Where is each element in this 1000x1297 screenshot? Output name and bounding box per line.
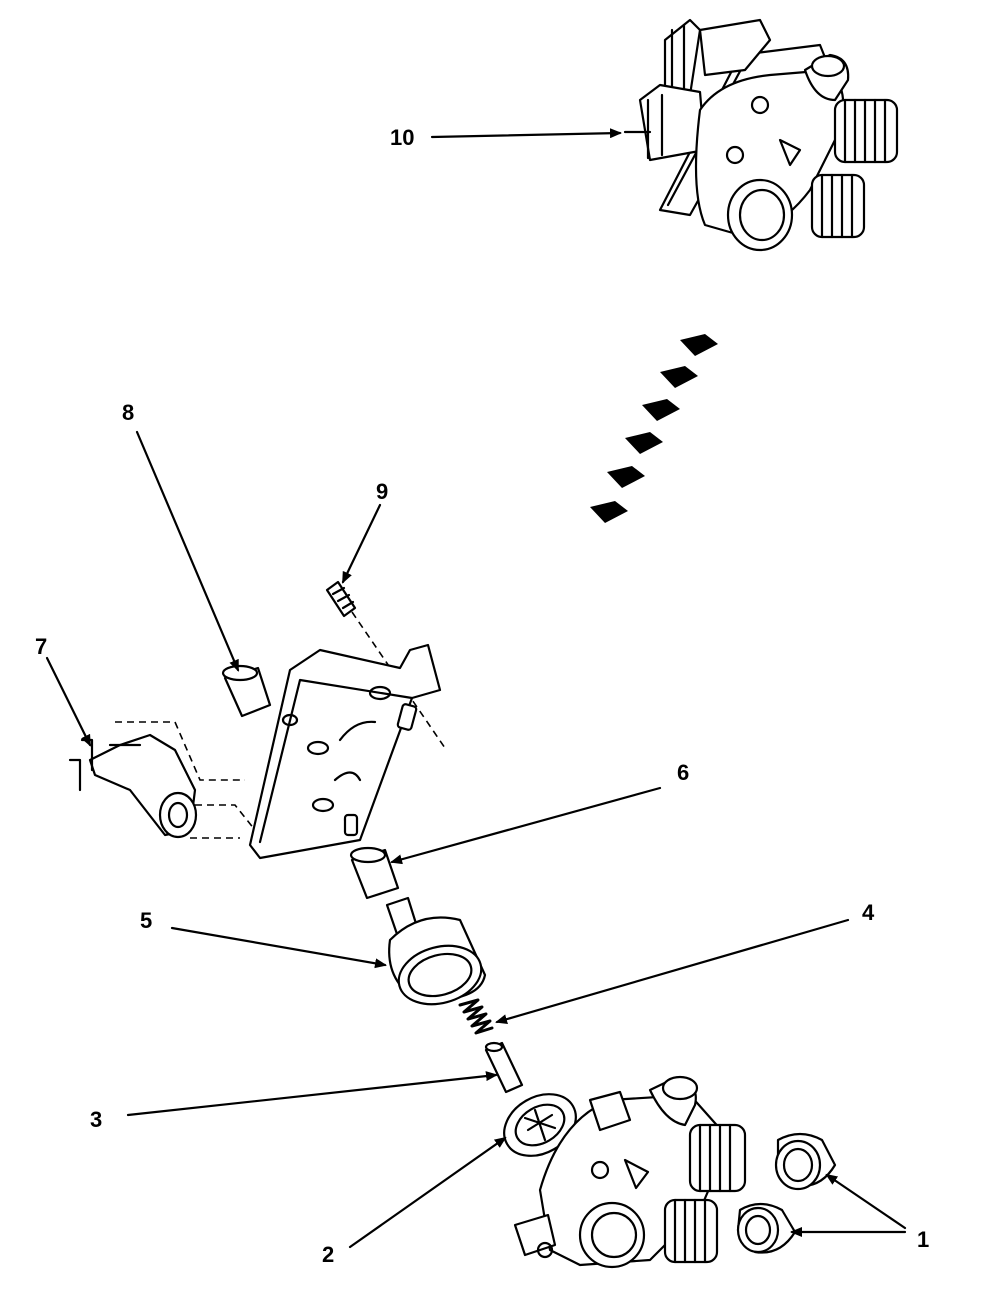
part-3-pin (484, 1041, 524, 1094)
valve-body (513, 1075, 747, 1269)
callout-9: 9 (376, 479, 388, 504)
callout-10: 10 (390, 125, 414, 150)
callout-8: 8 (122, 400, 134, 425)
part-5-housing (385, 896, 487, 1006)
part-2-diaphragm (503, 1093, 577, 1157)
direction-chevrons (590, 334, 718, 523)
part-9-screw (325, 580, 446, 749)
part-7-solenoid-coil (68, 721, 256, 839)
leader-lines (45, 128, 907, 1249)
callout-labels: 10 8 9 7 6 5 4 3 2 1 (35, 125, 929, 1267)
callout-5: 5 (140, 908, 152, 933)
callout-4: 4 (862, 900, 875, 925)
callout-3: 3 (90, 1107, 102, 1132)
callout-2: 2 (322, 1242, 334, 1267)
part-6-sleeve (349, 846, 400, 900)
part-4-spring (458, 998, 494, 1035)
part-10-valve-assembly (623, 18, 899, 252)
part-8-sleeve (221, 664, 272, 718)
callout-1: 1 (917, 1227, 929, 1252)
part-1-inlet-screens (736, 1132, 837, 1254)
callout-6: 6 (677, 760, 689, 785)
callout-7: 7 (35, 634, 47, 659)
bracket-plate (248, 643, 442, 860)
